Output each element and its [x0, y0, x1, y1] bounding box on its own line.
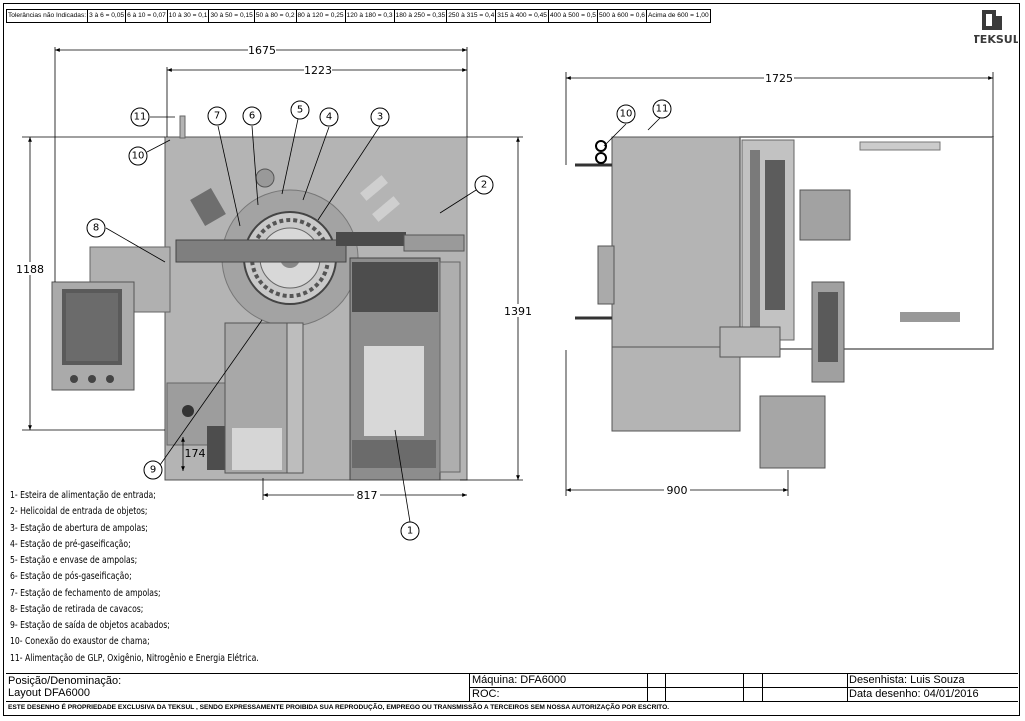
callout-8: 8: [93, 223, 99, 234]
callout-9: 9: [150, 465, 156, 476]
tolerance-cell: 30 à 50 = 0,15: [209, 10, 255, 22]
dim-front-height-total: 1391: [504, 305, 532, 318]
callout-10-side: 10: [620, 109, 633, 120]
position-block: Posição/Denominação: Layout DFA6000: [8, 675, 121, 699]
dim-front-height: 1188: [16, 263, 44, 276]
legend-item: 2- Helicoidal de entrada de objetos;: [10, 506, 148, 518]
front-view: [51, 115, 468, 481]
drawing-frame: [3, 3, 1020, 716]
tolerance-cell: 120 à 180 = 0,3: [346, 10, 395, 22]
machine-block: Máquina: DFA6000 ROC:: [469, 674, 848, 702]
legend-item: 10- Conexão do exaustor de chama;: [10, 636, 150, 648]
legend-item: 3- Estação de abertura de ampolas;: [10, 522, 148, 534]
callout-1: 1: [407, 526, 413, 537]
logo-text: TEKSUL: [974, 33, 1018, 46]
drawer-block: Desenhista: Luis Souza Data desenho: 04/…: [846, 674, 1018, 702]
callouts: 1 2 3 4 5 6 7 8 9 10 11 10 11: [86, 99, 672, 541]
tolerance-cell: 6 à 10 = 0,07: [126, 10, 168, 22]
callout-leaders: [105, 116, 661, 523]
callout-7: 7: [214, 111, 220, 122]
tolerance-cell: 500 à 600 = 0,6: [598, 10, 647, 22]
legend-item: 5- Estação e envase de ampolas;: [10, 555, 138, 566]
legend: 1- Esteira de alimentação de entrada; 2-…: [10, 488, 259, 667]
callout-5: 5: [297, 105, 303, 116]
legend-item: 11- Alimentação de GLP, Oxigênio, Nitrog…: [10, 652, 259, 664]
callout-10: 10: [132, 151, 145, 162]
legend-item: 7- Estação de fechamento de ampolas;: [10, 587, 161, 599]
drawing-date: Data desenho: 04/01/2016: [849, 688, 979, 700]
tolerance-cell: 80 à 120 = 0,25: [297, 10, 346, 22]
dim-front-width-inner: 1223: [304, 64, 332, 77]
dim-side-bottom: 900: [667, 484, 688, 497]
tolerance-cell: 50 à 80 = 0,2: [255, 10, 297, 22]
position-label: Posição/Denominação:: [8, 675, 122, 687]
callout-2: 2: [481, 180, 487, 191]
side-view: [575, 136, 994, 469]
dim-front-small: 174: [185, 447, 206, 460]
legend-item: 6- Estação de pós-gaseificação;: [10, 571, 132, 583]
dim-front-bottom: 817: [357, 489, 378, 502]
callout-4: 4: [326, 112, 332, 123]
tolerance-cell: 400 à 500 = 0,5: [549, 10, 598, 22]
legend-item: 9- Estação de saída de objetos acabados;: [10, 620, 170, 631]
tolerance-cell: 250 à 315 = 0,4: [447, 10, 497, 22]
callout-11-side: 11: [656, 104, 669, 115]
tolerance-table: Tolerâncias não Indicadas: 3 à 6 = 0,05 …: [6, 9, 711, 23]
tolerance-cell: 3 à 6 = 0,05: [88, 10, 127, 22]
tolerance-cell: 180 à 250 = 0,35: [395, 10, 448, 22]
title-block: Posição/Denominação: Layout DFA6000 Máqu…: [6, 673, 1018, 702]
roc-label: ROC:: [472, 688, 500, 700]
drawn-by: Desenhista: Luis Souza: [849, 674, 965, 686]
callout-3: 3: [377, 112, 383, 123]
legend-item: 8- Estação de retirada de cavacos;: [10, 603, 144, 615]
legend-item: 1- Esteira de alimentação de entrada;: [10, 490, 156, 501]
copyright-footer: ESTE DESENHO É PROPRIEDADE EXCLUSIVA DA …: [6, 701, 1018, 712]
callout-11: 11: [134, 112, 147, 123]
tolerance-cell: 10 à 30 = 0,1: [168, 10, 210, 22]
dim-side-width: 1725: [765, 72, 793, 85]
machine-label: Máquina: DFA6000: [472, 674, 567, 686]
legend-item: 4- Estação de pré-gaseificação;: [10, 538, 131, 550]
tolerance-cell: 315 à 400 = 0,45: [496, 10, 549, 22]
tolerance-header: Tolerâncias não Indicadas:: [7, 10, 89, 22]
position-value: Layout DFA6000: [8, 687, 90, 699]
callout-6: 6: [249, 111, 255, 122]
teksul-logo: TEKSUL: [974, 10, 1018, 46]
tolerance-cell: Acima de 600 = 1,00: [647, 12, 709, 19]
dim-front-width-total: 1675: [248, 44, 276, 57]
